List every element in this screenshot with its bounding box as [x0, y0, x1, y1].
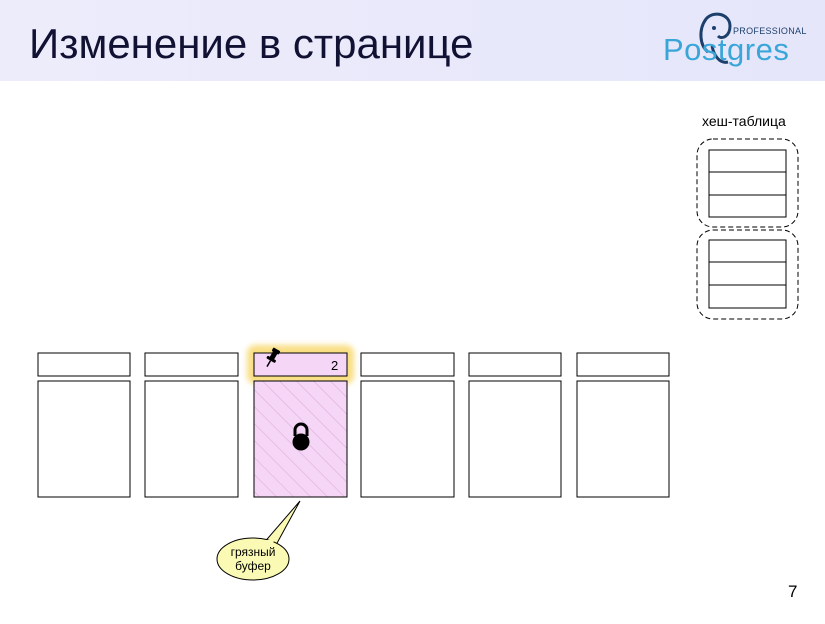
- buffer-page-4: [360, 380, 455, 498]
- hash-table-label: хеш-таблица: [702, 113, 786, 129]
- slide-header: Изменение в странице PROFESSIONAL Postgr…: [0, 0, 825, 81]
- slide-title: Изменение в странице: [29, 20, 474, 67]
- buffer-page-5: [468, 380, 562, 498]
- pushpin-icon: [266, 347, 281, 368]
- buffer-header-1: [37, 352, 131, 377]
- buffer-header-3: [253, 352, 348, 377]
- buffer-page-1: [37, 380, 131, 498]
- page-number: 7: [788, 582, 798, 601]
- usage-count-label: 2: [331, 358, 339, 373]
- buffer-page-2: [144, 380, 239, 498]
- hash-table-group-1: [696, 138, 799, 228]
- callout-line-2: буфер: [235, 559, 271, 573]
- hash-table-group-2: [696, 229, 799, 320]
- callout-label: грязный буфер: [218, 545, 288, 573]
- buffer-header-4: [360, 352, 455, 377]
- buffer-header-6: [576, 352, 670, 377]
- callout-line-1: грязный: [230, 545, 276, 559]
- logo-wordmark: Postgres: [663, 32, 790, 67]
- lock-icon: [292, 422, 310, 451]
- buffer-header-5: [468, 352, 562, 377]
- buffer-header-2: [144, 352, 239, 377]
- dirty-buffer-callout: [216, 500, 301, 581]
- logo-professional-text: PROFESSIONAL: [733, 26, 807, 36]
- buffer-page-6: [576, 380, 670, 498]
- elephant-icon: [699, 12, 732, 64]
- postgres-professional-logo: PROFESSIONAL Postgres: [660, 6, 810, 70]
